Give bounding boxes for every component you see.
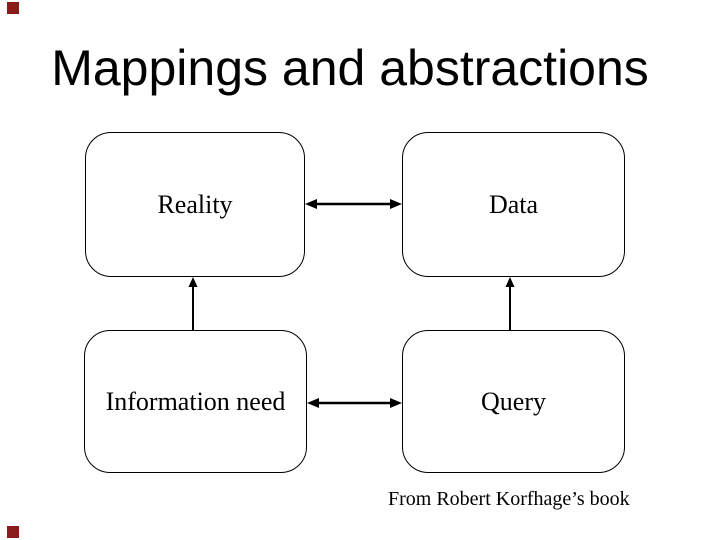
diagram-box-reality: Reality xyxy=(85,132,305,277)
citation: From Robert Korfhage’s book xyxy=(388,488,630,510)
slide-corner-marker-bottom-left xyxy=(7,526,19,538)
arrow-reality-data-head-left xyxy=(305,199,317,209)
arrow-information-need-query-head-right xyxy=(390,398,402,408)
box-label-information-need: Information need xyxy=(105,386,286,416)
arrow-query-data xyxy=(505,277,515,330)
box-label-data: Data xyxy=(488,189,539,219)
diagram-box-query: Query xyxy=(402,330,625,473)
slide-corner-marker-top-left xyxy=(7,2,19,14)
diagram-box-information-need: Information need xyxy=(84,330,307,473)
slide-title: Mappings and abstractions xyxy=(51,40,649,96)
arrow-information-need-reality xyxy=(188,277,198,330)
diagram-box-data: Data xyxy=(402,132,625,277)
arrow-reality-data-head-right xyxy=(390,199,402,209)
arrow-query-data-head xyxy=(505,277,515,287)
arrow-information-need-query xyxy=(307,398,402,408)
box-label-reality: Reality xyxy=(157,189,233,219)
arrow-information-need-query-head-left xyxy=(307,398,319,408)
arrow-information-need-reality-head xyxy=(188,277,198,287)
arrow-reality-data xyxy=(305,199,402,209)
box-label-query: Query xyxy=(481,386,546,416)
